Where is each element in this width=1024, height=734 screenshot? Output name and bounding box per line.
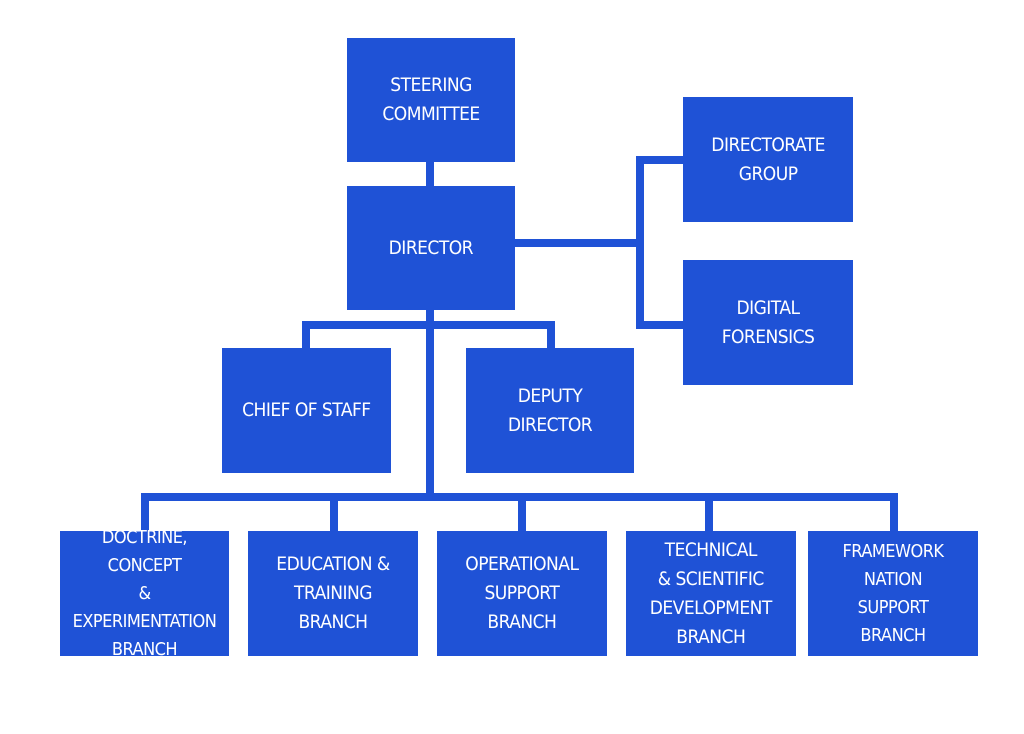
doctrine-branch-box: DOCTRINE, CONCEPT & EXPERIMENTATION BRAN… xyxy=(60,527,229,660)
doctrine-branch-label: DOCTRINE, CONCEPT & EXPERIMENTATION BRAN… xyxy=(72,526,217,660)
directorate-group-label: DIRECTORATE GROUP xyxy=(711,133,825,185)
director-box: DIRECTOR xyxy=(347,186,515,310)
connector-chief-of-staff xyxy=(302,321,310,350)
steering-committee-label: STEERING COMMITTEE xyxy=(382,74,480,125)
education-branch-label: EDUCATION & TRAINING BRANCH xyxy=(276,553,390,633)
operational-branch-label: OPERATIONAL SUPPORT BRANCH xyxy=(465,553,579,633)
operational-branch-box: OPERATIONAL SUPPORT BRANCH xyxy=(437,531,607,656)
connector-digital-forensics xyxy=(636,321,684,329)
framework-branch-box: FRAMEWORK NATION SUPPORT BRANCH xyxy=(808,531,978,656)
chief-of-staff-box: CHIEF OF STAFF xyxy=(222,348,391,473)
connector-deputy-director xyxy=(547,321,555,350)
deputy-director-box: DEPUTY DIRECTOR xyxy=(466,348,634,473)
director-label: DIRECTOR xyxy=(388,236,474,259)
directorate-group-box: DIRECTORATE GROUP xyxy=(683,97,853,222)
digital-forensics-label: DIGITAL FORENSICS xyxy=(721,296,815,348)
chief-of-staff-label: CHIEF OF STAFF xyxy=(242,399,371,421)
connector-director-right xyxy=(514,239,644,247)
connector-steering-director xyxy=(426,160,434,188)
connector-doctrine-branch xyxy=(141,493,149,533)
connector-operational-branch xyxy=(518,493,526,533)
framework-branch-label: FRAMEWORK NATION SUPPORT BRANCH xyxy=(842,540,944,646)
technical-branch-box: TECHNICAL & SCIENTIFIC DEVELOPMENT BRANC… xyxy=(626,531,796,656)
steering-committee-box: STEERING COMMITTEE xyxy=(347,38,515,162)
education-branch-box: EDUCATION & TRAINING BRANCH xyxy=(248,531,418,656)
connector-technical-branch xyxy=(705,493,713,533)
digital-forensics-box: DIGITAL FORENSICS xyxy=(683,260,853,385)
connector-framework-branch xyxy=(890,493,898,533)
connector-staff-horizontal xyxy=(302,321,555,329)
connector-directorate-group xyxy=(636,156,684,164)
connector-director-main-vertical xyxy=(426,308,434,501)
technical-branch-label: TECHNICAL & SCIENTIFIC DEVELOPMENT BRANC… xyxy=(649,538,773,648)
connector-education-branch xyxy=(330,493,338,533)
deputy-director-label: DEPUTY DIRECTOR xyxy=(507,384,593,436)
connector-right-vertical xyxy=(636,156,644,329)
